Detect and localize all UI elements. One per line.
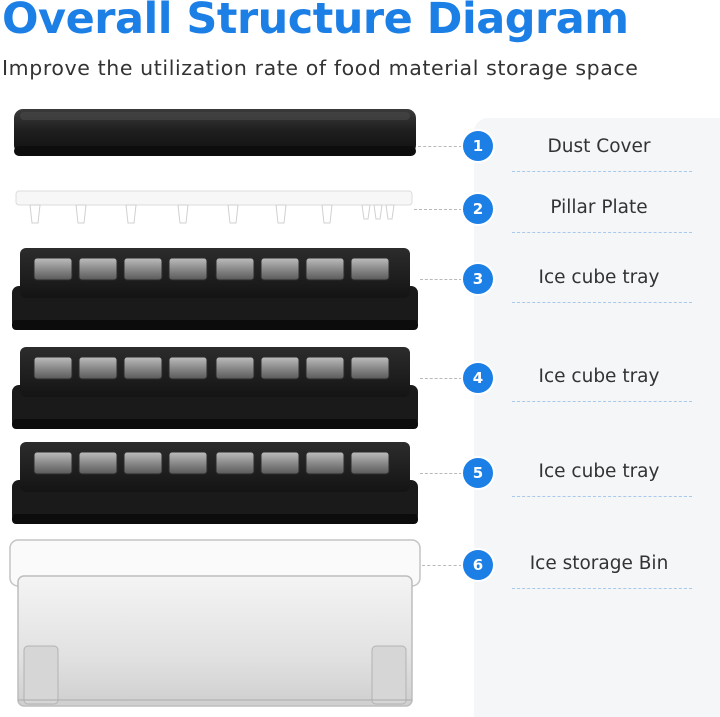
part-number-badge-2: 2 <box>463 194 493 224</box>
connector-line-4 <box>420 378 462 379</box>
dust-cover-part <box>14 109 416 156</box>
connector-line-3 <box>420 279 462 280</box>
ice-storage-bin-part <box>9 539 421 707</box>
pillar-plate-part <box>15 190 413 224</box>
part-number-badge-5: 5 <box>463 458 493 488</box>
part-number-badge-6: 6 <box>463 550 493 580</box>
part-number-badge-1: 1 <box>463 131 493 161</box>
part-number-badge-4: 4 <box>463 363 493 393</box>
connector-line-1 <box>418 146 462 147</box>
part-label-dust-cover: Dust Cover <box>547 136 651 157</box>
ice-cube-tray-part-3 <box>11 441 419 525</box>
label-underline <box>512 302 692 303</box>
connector-line-2 <box>414 209 462 210</box>
ice-cube-tray-part-1 <box>12 248 418 330</box>
part-label-ice-storage-bin: Ice storage Bin <box>529 553 669 574</box>
connector-line-6 <box>422 565 462 566</box>
part-label-ice-cube-tray-1: Ice cube tray <box>538 267 660 288</box>
label-underline <box>512 588 692 589</box>
diagram-title: Overall Structure Diagram <box>2 0 629 44</box>
diagram-subtitle: Improve the utilization rate of food mat… <box>2 56 639 80</box>
connector-line-5 <box>420 473 462 474</box>
part-label-ice-cube-tray-3: Ice cube tray <box>538 461 660 482</box>
part-label-pillar-plate: Pillar Plate <box>550 197 648 218</box>
ice-cube-tray-part-2 <box>11 346 419 430</box>
label-underline <box>512 401 692 402</box>
part-label-ice-cube-tray-2: Ice cube tray <box>538 366 660 387</box>
legend-panel <box>474 118 720 717</box>
label-underline <box>512 232 692 233</box>
part-number-badge-3: 3 <box>463 264 493 294</box>
label-underline <box>512 496 692 497</box>
label-underline <box>512 171 692 172</box>
